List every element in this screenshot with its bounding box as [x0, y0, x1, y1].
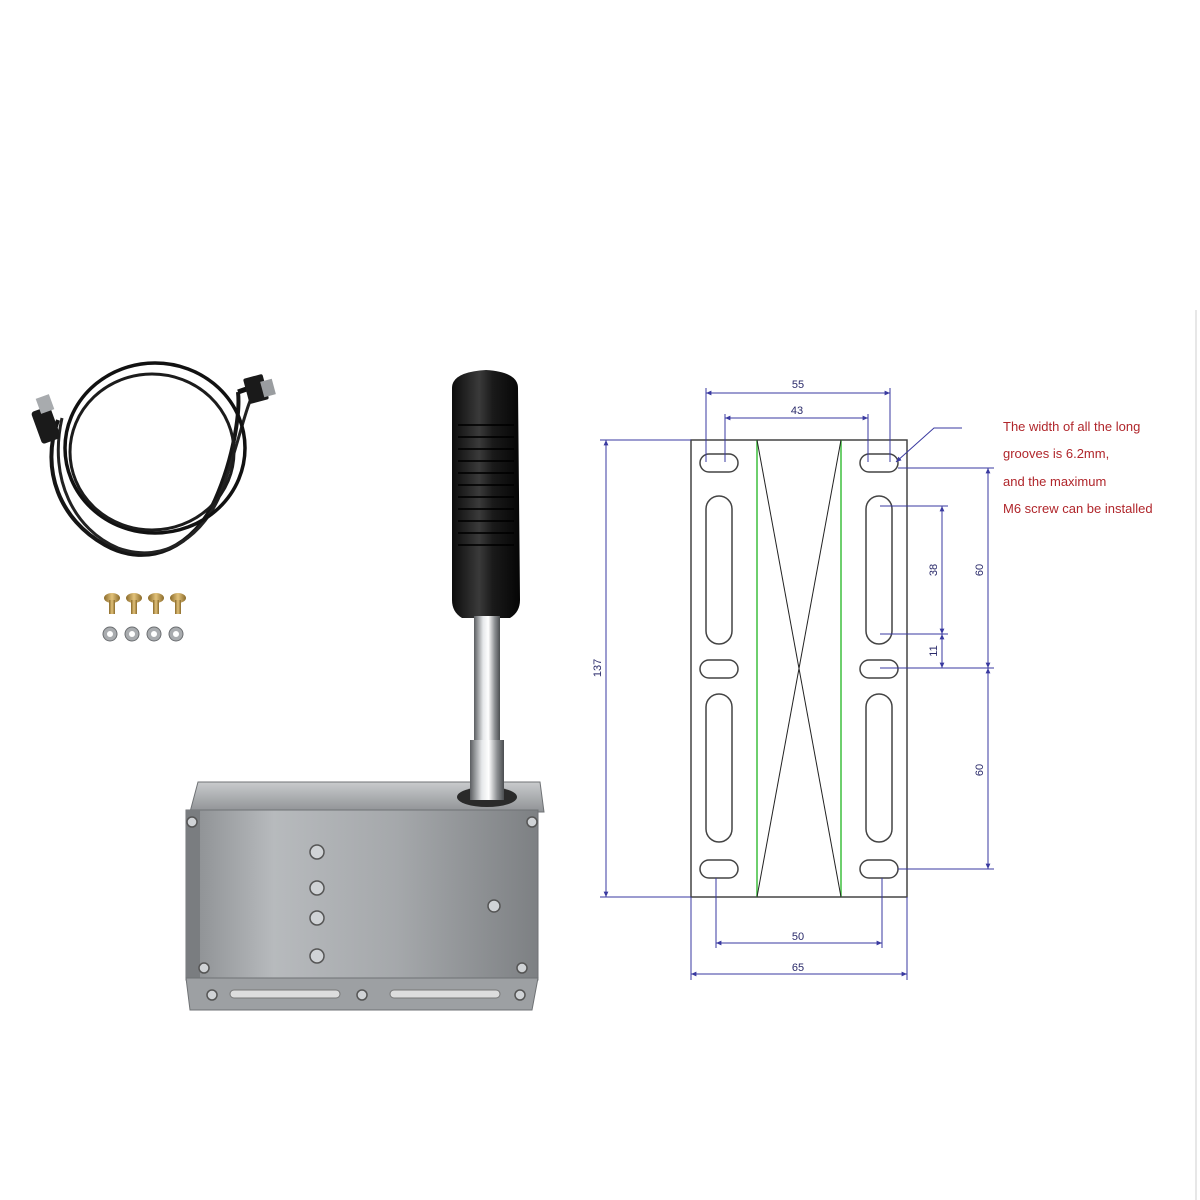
- dim-pitch-lower: 60: [974, 764, 986, 776]
- shifter-image: [185, 370, 545, 1011]
- dim-gap: 11: [928, 645, 940, 656]
- note-line-2: grooves is 6.2mm,: [1003, 446, 1109, 461]
- note-line-3: and the maximum: [1003, 474, 1106, 489]
- note-line-4: M6 screw can be installed: [1003, 501, 1153, 516]
- dim-height-total: 137: [592, 659, 604, 677]
- dim-bottom-inner: 50: [792, 931, 804, 943]
- note-line-1: The width of all the long: [1003, 419, 1140, 434]
- dim-slot-length: 38: [928, 564, 940, 576]
- dim-top-inner: 43: [791, 405, 803, 417]
- dim-top-outer: 55: [792, 379, 804, 391]
- dim-bottom-outer: 65: [792, 962, 804, 974]
- groove-note: The width of all the long grooves is 6.2…: [1003, 419, 1153, 516]
- mounting-plate-drawing: 55 43 137 38 11 60 60 50 65 The width of…: [592, 379, 1153, 980]
- nuts-image: [102, 626, 184, 642]
- screws-image: [104, 593, 186, 614]
- usb-cable-image: [31, 361, 276, 557]
- dim-pitch-upper: 60: [974, 564, 986, 576]
